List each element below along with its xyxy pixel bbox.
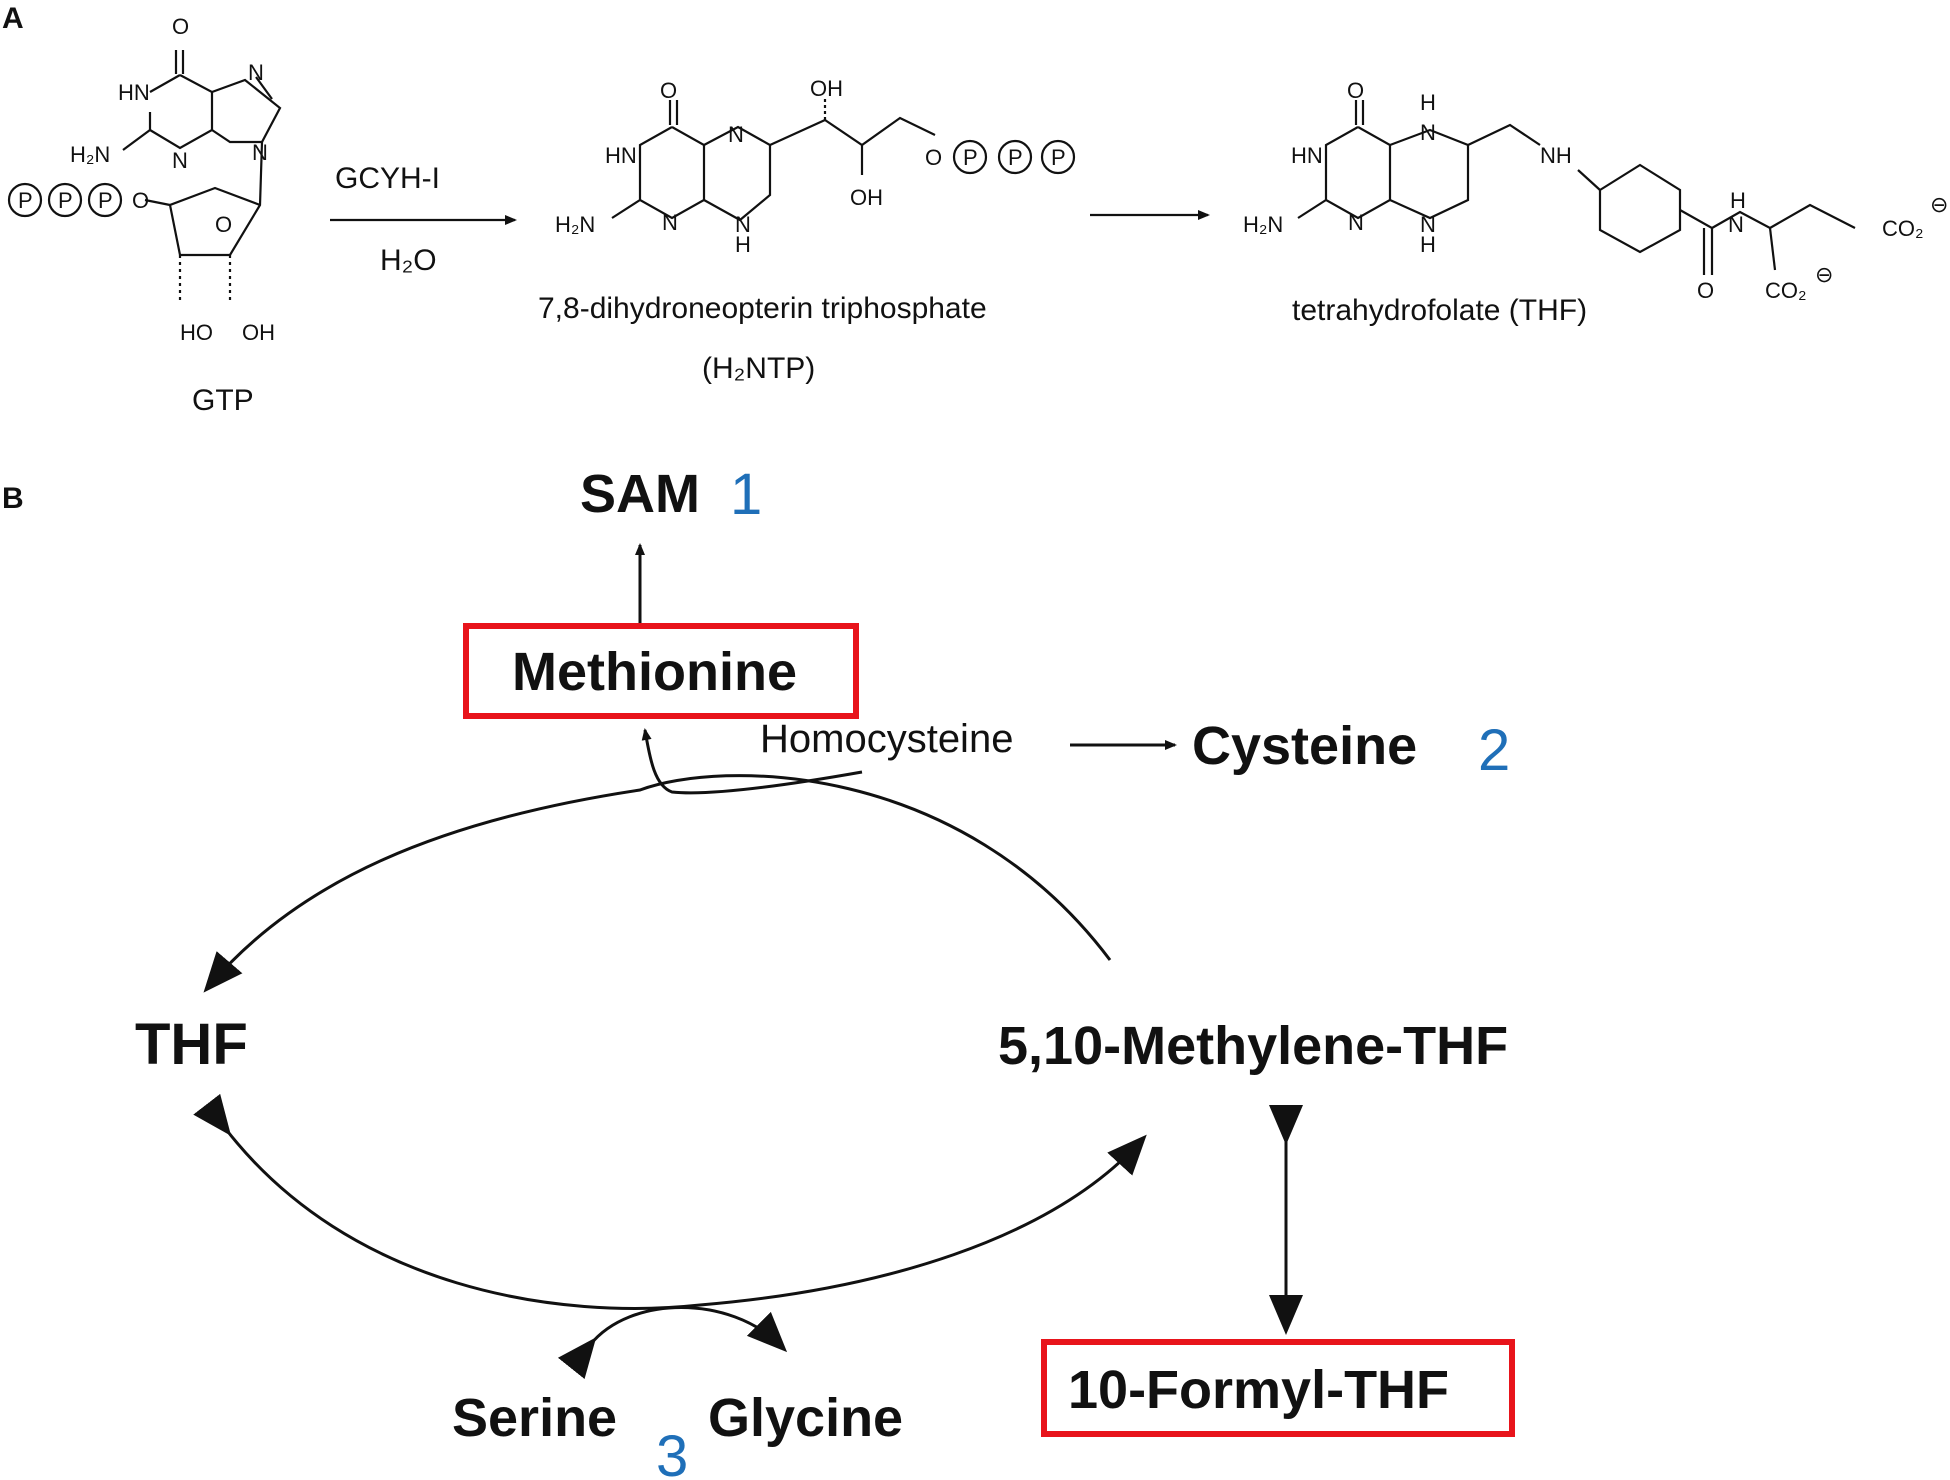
methionine-highlight-box — [463, 623, 859, 719]
homocysteine-to-methionine-arrow — [641, 728, 863, 795]
formyl-thf-highlight-box — [1041, 1339, 1515, 1437]
atom-n: N — [735, 212, 751, 237]
atom-o: O — [1697, 278, 1714, 303]
atom-n: N — [1728, 212, 1744, 237]
sam-number: 1 — [730, 462, 762, 527]
atom-n: N — [252, 140, 268, 165]
atom-hn: HN — [118, 80, 150, 105]
serine-glycine-number: 3 — [656, 1424, 688, 1480]
atom-o: O — [1347, 78, 1364, 103]
atom-h2n: H₂N — [70, 142, 110, 167]
atom-oh: OH — [810, 76, 843, 101]
intermediate-abbr: (H₂NTP) — [702, 352, 815, 385]
atom-n: N — [1420, 212, 1436, 237]
atom-minus: ⊖ — [1930, 192, 1948, 217]
atom-ho: HO — [180, 320, 213, 345]
atom-hn: HN — [605, 143, 637, 168]
h2ntp-structure: O HN N N N H H₂N OH OH O P P P — [555, 76, 1076, 257]
atom-n: N — [1420, 120, 1436, 145]
atom-h: H — [735, 232, 751, 257]
atom-h2n: H₂N — [1243, 212, 1283, 237]
atom-nh: NH — [1540, 143, 1572, 168]
atom-n: N — [1348, 210, 1364, 235]
atom-oh: OH — [242, 320, 275, 345]
atom-oh: OH — [850, 185, 883, 210]
atom-n: N — [172, 148, 188, 173]
thf-label: THF — [135, 1012, 248, 1077]
cysteine-label: Cysteine — [1192, 716, 1417, 776]
formyl-thf-label: 10-Formyl-THF — [1068, 1360, 1449, 1420]
atom-co2: CO₂ — [1765, 278, 1807, 303]
atom-co2: CO₂ — [1882, 216, 1924, 241]
product-name: tetrahydrofolate (THF) — [1292, 294, 1587, 327]
atom-n: N — [662, 210, 678, 235]
atom-hn: HN — [1291, 143, 1323, 168]
atom-h: H — [1420, 232, 1436, 257]
phosphate-1: P — [18, 188, 33, 213]
enzyme-label: GCYH-I — [335, 162, 440, 195]
atom-h: H — [1730, 188, 1746, 213]
atom-o: O — [215, 212, 232, 237]
methylene-to-thf-arc — [203, 774, 1112, 993]
thf-structure: O HN H N N N H H₂N NH H N O CO₂ ⊖ CO₂ ⊖ — [1243, 78, 1948, 303]
panel-a-label: A — [2, 2, 24, 35]
atom-n: N — [728, 122, 744, 147]
atom-h2n: H₂N — [555, 212, 595, 237]
cysteine-number: 2 — [1478, 718, 1510, 783]
phosphate-2: P — [58, 188, 73, 213]
sam-label: SAM — [580, 464, 700, 524]
atom-o: O — [172, 14, 189, 39]
phosphate-2: P — [1008, 145, 1023, 170]
phosphate-3: P — [98, 188, 113, 213]
atom-h: H — [1420, 90, 1436, 115]
serine-glycine-arc — [557, 1306, 788, 1380]
phosphate-3: P — [1051, 145, 1066, 170]
thf-methylene-bottom-arc — [193, 1093, 1147, 1310]
panel-b-label: B — [2, 482, 24, 515]
atom-o: O — [925, 145, 942, 170]
methylene-thf-label: 5,10-Methylene-THF — [998, 1016, 1508, 1076]
serine-label: Serine — [452, 1388, 617, 1448]
gtp-label: GTP — [192, 384, 254, 417]
glycine-label: Glycine — [708, 1388, 903, 1448]
atom-o: O — [132, 188, 149, 213]
water-label: H₂O — [380, 244, 437, 277]
homocysteine-label: Homocysteine — [760, 717, 1013, 761]
methionine-label: Methionine — [512, 642, 797, 702]
atom-minus: ⊖ — [1815, 262, 1833, 287]
phosphate-1: P — [963, 145, 978, 170]
intermediate-name: 7,8-dihydroneopterin triphosphate — [538, 292, 987, 325]
atom-o: O — [660, 78, 677, 103]
gtp-structure: O HN N N N H₂N O O HO OH P P P — [7, 14, 282, 345]
atom-n: N — [248, 60, 264, 85]
